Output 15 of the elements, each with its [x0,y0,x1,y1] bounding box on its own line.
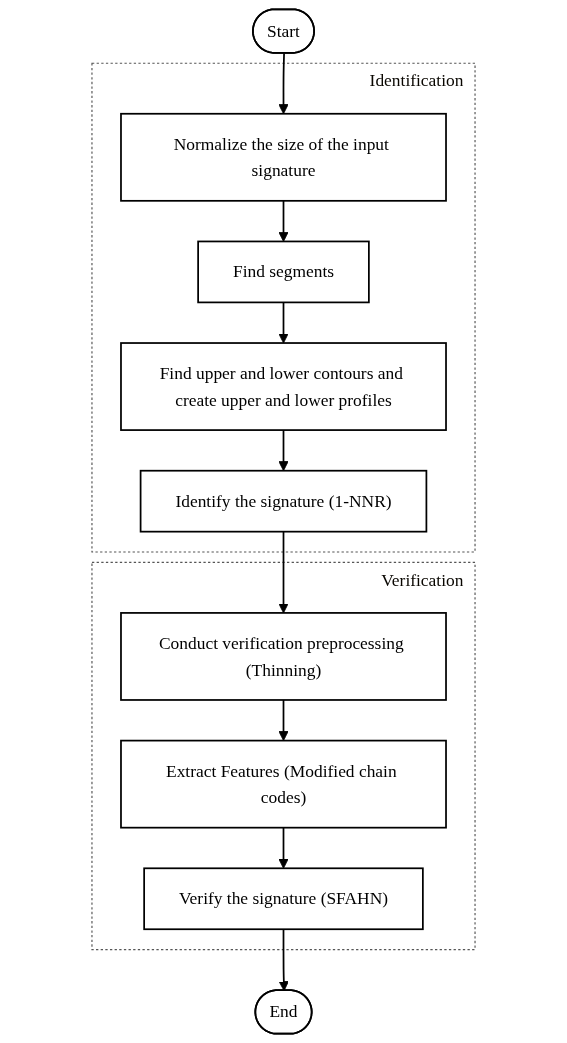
arrow [278,52,289,115]
arrow [278,530,289,614]
node-box: Identify the signature (1-NNR) [139,469,428,533]
node-box: Find segments [197,240,370,304]
arrow [278,301,289,344]
node-box: Find upper and lower contours and create upper and lower profiles [120,342,447,431]
arrow [278,699,289,742]
arrow [278,826,289,869]
node-box: Normalize the size of the input signature [120,112,447,202]
node-box: Extract Features (Modified chain codes) [120,739,447,829]
arrow [278,199,289,242]
node-box: Conduct verification preprocessing (Thinning) [120,612,447,701]
arrow [278,429,289,472]
node-box: Verify the signature (SFAHN) [143,867,424,931]
arrow [278,928,289,992]
